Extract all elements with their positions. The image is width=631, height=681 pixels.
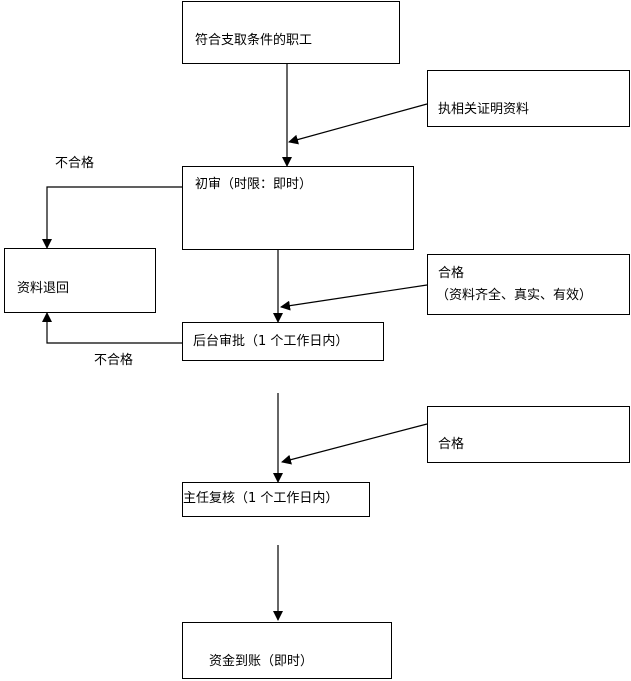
node-documents-returned-label: 资料退回 — [17, 281, 70, 296]
node-funds-credited: 资金到账（即时） — [182, 622, 392, 679]
edge-label-unqualified-bottom: 不合格 — [94, 353, 134, 368]
arrow-qualified-to-approval — [280, 284, 428, 311]
arrow-qualified2-to-director — [281, 423, 428, 465]
node-qualified-1-detail: （资料齐全、真实、有效） — [436, 288, 593, 303]
node-backend-approval: 后台审批（1 个工作日内） — [182, 322, 384, 361]
node-initial-review: 初审（时限：即时） — [182, 166, 414, 250]
node-bring-documents: 执相关证明资料 — [427, 70, 630, 127]
node-eligible-staff: 符合支取条件的职工 — [182, 1, 400, 64]
arrow-review-unqualified — [42, 186, 182, 249]
node-bring-documents-label: 执相关证明资料 — [438, 102, 530, 117]
node-backend-approval-label: 后台审批（1 个工作日内） — [193, 334, 349, 349]
node-qualified-1: 合格 （资料齐全、真实、有效） — [427, 254, 630, 315]
node-qualified-1-title: 合格 — [438, 266, 465, 281]
edge-label-unqualified-top: 不合格 — [55, 156, 95, 171]
node-qualified-2: 合格 — [427, 406, 630, 463]
node-director-review: 主任复核（1 个工作日内） — [182, 482, 370, 517]
node-documents-returned: 资料退回 — [4, 248, 156, 313]
arrow-approval-unqualified — [42, 312, 182, 344]
node-qualified-2-label: 合格 — [438, 437, 465, 452]
arrow-documents-to-review — [288, 103, 428, 145]
node-eligible-staff-label: 符合支取条件的职工 — [195, 33, 313, 48]
node-initial-review-label: 初审（时限：即时） — [195, 177, 313, 192]
node-director-review-label: 主任复核（1 个工作日内） — [183, 491, 339, 506]
node-funds-credited-label: 资金到账（即时） — [209, 654, 314, 669]
